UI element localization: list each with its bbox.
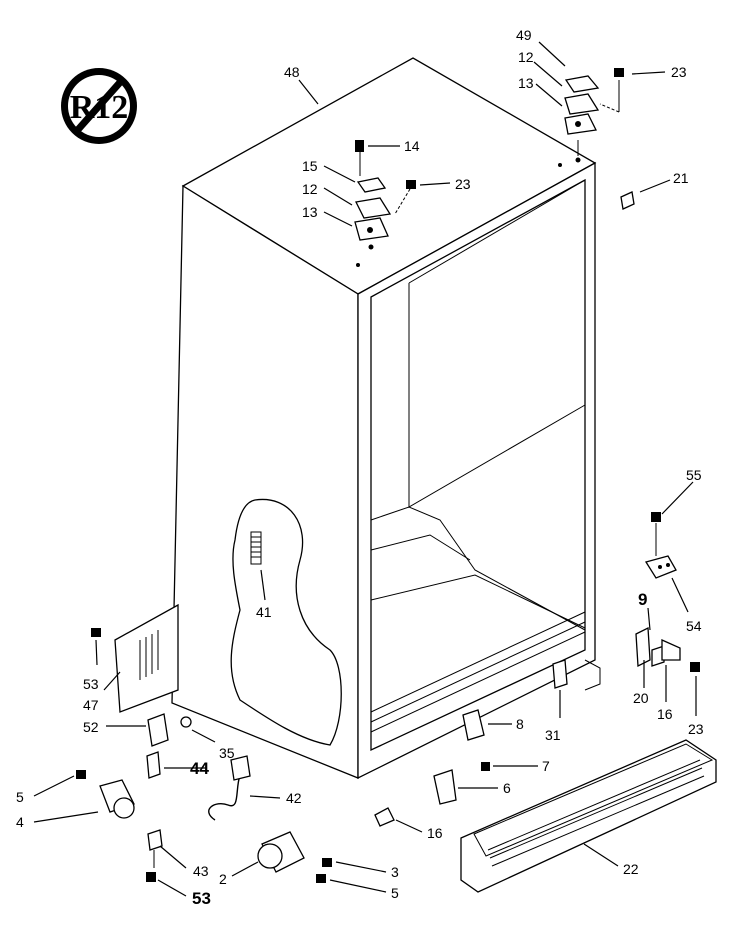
wire-42 xyxy=(208,755,251,821)
label-16-right: 16 xyxy=(657,706,673,722)
part-labels: 48 49 12 13 23 14 15 12 13 23 21 55 41 5… xyxy=(16,27,704,908)
top-hinge-center xyxy=(354,140,416,241)
clip-16 xyxy=(374,807,395,827)
bracket-6 xyxy=(433,762,490,805)
label-53-left: 53 xyxy=(83,676,99,692)
label-14: 14 xyxy=(404,138,420,154)
bracket-54 xyxy=(644,512,677,579)
label-12-center: 12 xyxy=(302,181,318,197)
hinge-right-lower xyxy=(635,626,700,672)
label-42: 42 xyxy=(286,790,302,806)
bracket-31 xyxy=(552,659,568,689)
block-8 xyxy=(462,709,485,741)
caster-4 xyxy=(76,770,135,819)
label-43: 43 xyxy=(193,863,209,879)
label-41: 41 xyxy=(256,604,272,620)
label-6: 6 xyxy=(503,780,511,796)
label-3: 3 xyxy=(391,864,399,880)
no-r12-symbol-icon: R12 xyxy=(61,68,137,144)
label-52: 52 xyxy=(83,719,99,735)
label-23-right: 23 xyxy=(688,721,704,737)
hinge-2 xyxy=(257,831,332,883)
label-12-top-right: 12 xyxy=(518,49,534,65)
side-panel-47 xyxy=(91,603,179,713)
label-5-left: 5 xyxy=(16,789,24,805)
label-8: 8 xyxy=(516,716,524,732)
label-20: 20 xyxy=(633,690,649,706)
label-22: 22 xyxy=(623,861,639,877)
label-2: 2 xyxy=(219,871,227,887)
clip-21 xyxy=(620,191,635,210)
label-5-bottom: 5 xyxy=(391,885,399,901)
label-35: 35 xyxy=(219,745,235,761)
label-31: 31 xyxy=(545,727,561,743)
hinge-52 xyxy=(147,713,192,747)
clip-44 xyxy=(146,751,161,779)
label-53-bottom: 53 xyxy=(192,889,211,908)
top-hinge-right xyxy=(564,68,624,156)
label-49: 49 xyxy=(516,27,532,43)
label-7: 7 xyxy=(542,758,550,774)
label-4: 4 xyxy=(16,814,24,830)
leader-lines xyxy=(33,41,697,897)
label-13-center: 13 xyxy=(302,204,318,220)
label-21: 21 xyxy=(673,170,689,186)
label-54: 54 xyxy=(686,618,702,634)
bracket-43 xyxy=(146,829,163,882)
label-23-top-right: 23 xyxy=(671,64,687,80)
toe-grille-22 xyxy=(460,739,717,893)
label-47: 47 xyxy=(83,697,99,713)
label-55: 55 xyxy=(686,467,702,483)
label-48: 48 xyxy=(284,64,300,80)
label-23-center: 23 xyxy=(455,176,471,192)
grille-41 xyxy=(250,531,262,565)
label-44: 44 xyxy=(190,759,209,778)
label-15: 15 xyxy=(302,158,318,174)
label-13-top-right: 13 xyxy=(518,75,534,91)
cabinet-shell xyxy=(171,57,601,780)
label-16-bottom: 16 xyxy=(427,825,443,841)
label-9: 9 xyxy=(638,590,647,609)
